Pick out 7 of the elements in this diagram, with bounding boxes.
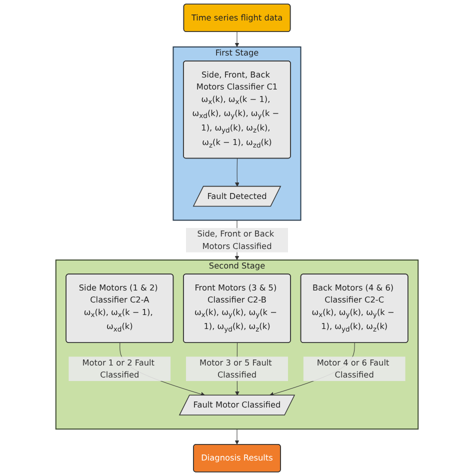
edge-label: Side, Front or Back Motors Classified: [197, 228, 274, 251]
arrow: [234, 31, 240, 48]
edge-label: Motor 3 or 5 Fault Classified: [200, 358, 272, 380]
edge-label: Motor 1 or 2 Fault Classified: [82, 358, 155, 380]
edge-label: Motor 4 or 6 Fault Classified: [316, 358, 390, 380]
arrow: [234, 428, 240, 445]
arrow: [234, 158, 240, 187]
